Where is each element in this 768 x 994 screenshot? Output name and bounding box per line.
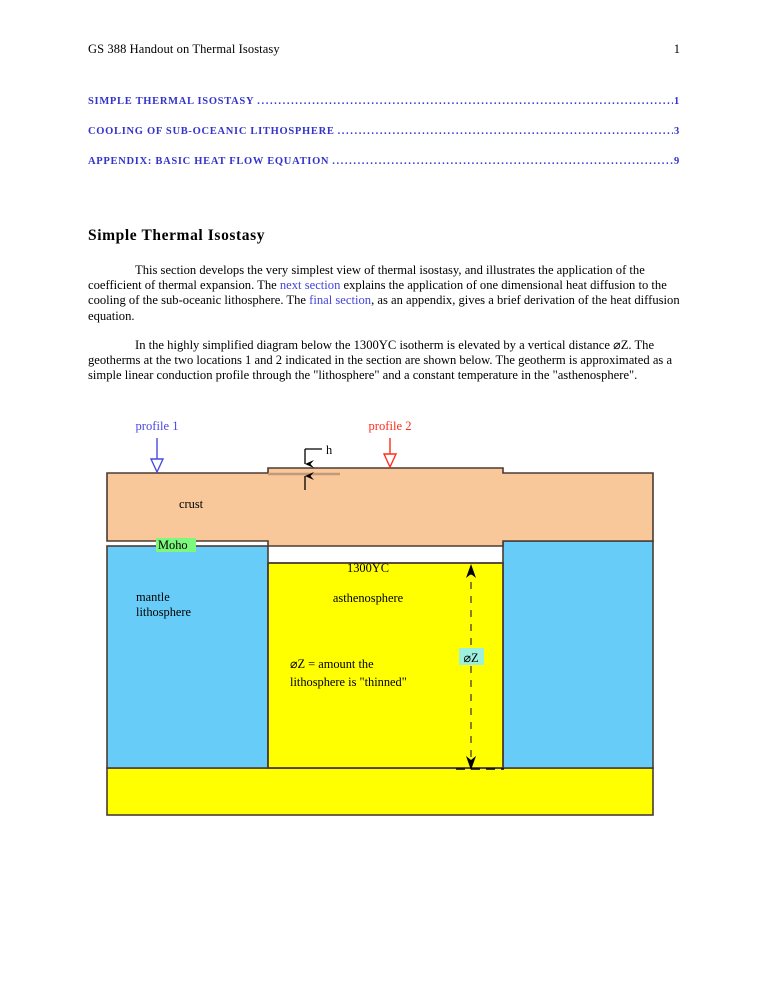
moho-label: Moho	[158, 538, 188, 552]
toc-entry-page: 9	[674, 156, 680, 167]
asthenosphere-label: asthenosphere	[333, 591, 404, 605]
profile-2-label: profile 2	[368, 419, 411, 433]
delta-z-symbol: ⌀Z	[613, 338, 629, 352]
moho-label-highlight	[156, 538, 196, 552]
toc-entry-cooling-of-sub-oceanic-lithosphere[interactable]: COOLING OF SUB-OCEANIC LITHOSPHERE .....…	[88, 126, 680, 137]
profile-2-arrow-head-icon	[382, 453, 398, 469]
asthenosphere-base-layer	[106, 767, 654, 816]
toc-entry-page: 1	[674, 96, 680, 107]
isotherm-label: 1300ΥC	[347, 561, 389, 575]
h-label: h	[326, 443, 333, 457]
toc-entry-label: APPENDIX: BASIC HEAT FLOW EQUATION	[88, 156, 330, 167]
page-title: Simple Thermal Isostasy	[88, 227, 266, 244]
toc-entry-simple-thermal-isostasy[interactable]: SIMPLE THERMAL ISOSTASY ................…	[88, 96, 680, 107]
thermal-isostasy-diagram: profile 1 profile 2 h crust Moho mantle …	[100, 408, 660, 823]
delta-z-arrow-label: ⌀Z	[463, 651, 478, 665]
paragraph-diagram-description: In the highly simplified diagram below t…	[88, 338, 680, 384]
paragraph-text-c: , as an appendix, gives a brief derivati…	[88, 293, 680, 323]
mantle-lithosphere-left	[106, 545, 269, 769]
paragraph-intro: This section develops the very simplest …	[88, 263, 680, 324]
paragraph-text-b: explains the application of one dimensio…	[88, 278, 667, 308]
profile-1-arrow-head-icon	[149, 458, 165, 474]
mantle-lithosphere-label-line-2: lithosphere	[136, 605, 192, 619]
paragraph-text-a: This section develops the very simplest …	[88, 263, 645, 293]
page-header-title: GS 388 Handout on Thermal Isostasy	[88, 42, 280, 56]
page-header: GS 388 Handout on Thermal Isostasy 1	[88, 42, 680, 57]
toc-entry-label: COOLING OF SUB-OCEANIC LITHOSPHERE	[88, 126, 335, 137]
toc-leader-dots: ........................................…	[257, 96, 673, 107]
delta-z-arrow-head-down-icon	[466, 756, 476, 770]
delta-z-label-highlight	[459, 648, 484, 665]
page-number: 1	[673, 42, 680, 56]
mantle-lithosphere-right	[502, 540, 654, 769]
table-of-contents: SIMPLE THERMAL ISOSTASY ................…	[88, 96, 680, 186]
link-next-section[interactable]: next section	[279, 278, 341, 293]
paragraph-text-b: C isotherm is elevated by a vertical dis…	[387, 338, 614, 352]
toc-leader-dots: ........................................…	[337, 126, 673, 137]
toc-leader-dots: ........................................…	[332, 156, 674, 167]
toc-entry-page: 3	[674, 126, 680, 137]
toc-entry-label: SIMPLE THERMAL ISOSTASY	[88, 96, 255, 107]
crust-label: crust	[179, 497, 204, 511]
paragraph-text-c: . The geotherms at the two locations 1 a…	[88, 338, 673, 383]
delta-z-arrow-head-up-icon	[466, 564, 476, 578]
mantle-lithosphere-label-line-1: mantle	[136, 590, 170, 604]
degree-symbol: Υ	[378, 338, 388, 352]
asthenosphere-column	[267, 562, 504, 769]
toc-entry-appendix-basic-heat-flow-equation[interactable]: APPENDIX: BASIC HEAT FLOW EQUATION .....…	[88, 156, 680, 167]
profile-1-label: profile 1	[135, 419, 178, 433]
crust-layer	[106, 467, 654, 547]
link-final-section[interactable]: final section	[309, 293, 372, 308]
paragraph-text-a: In the highly simplified diagram below t…	[135, 338, 379, 352]
delta-z-note-line-1: ⌀Z = amount the	[290, 657, 374, 671]
delta-z-note-line-2: lithosphere is "thinned"	[290, 675, 407, 689]
